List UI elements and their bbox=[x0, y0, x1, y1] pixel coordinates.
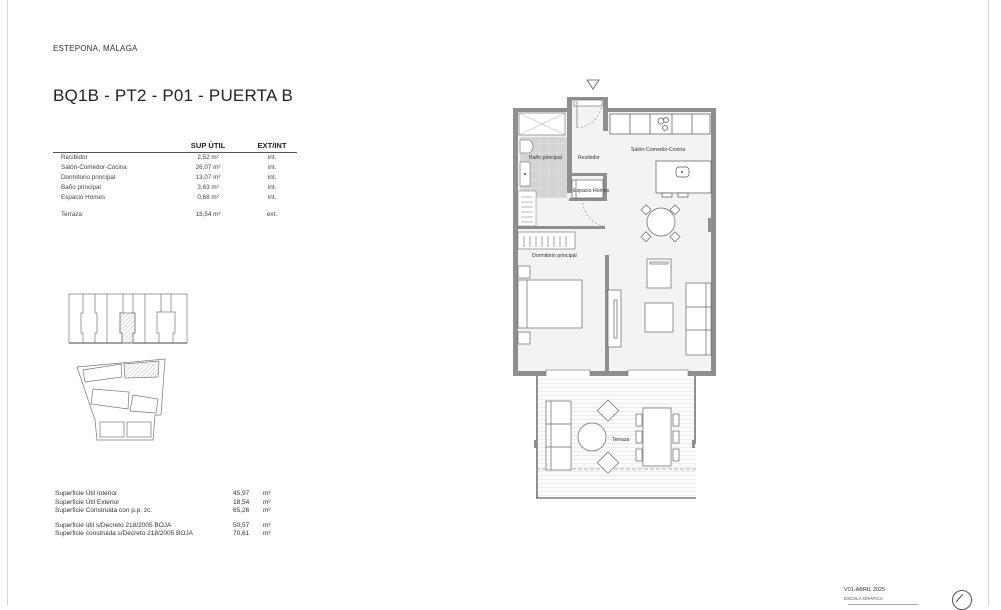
total-unit: m² bbox=[263, 530, 271, 538]
floor-plan bbox=[513, 79, 716, 499]
room-area: 13,07 m² bbox=[195, 174, 221, 181]
room-type: int. bbox=[267, 154, 277, 161]
room-label-terrace: Terraza bbox=[612, 437, 630, 443]
room-label-bathroom: Baño principal bbox=[529, 155, 562, 161]
room-name: Dormitorio principal bbox=[61, 174, 116, 181]
room-type: int. bbox=[267, 194, 277, 201]
total-label: Superficie útil s/Decreto 218/2005 BOJA bbox=[55, 521, 172, 529]
total-unit: m² bbox=[263, 521, 271, 529]
totals-row: Superficie Útil Exterior 18,54 m² bbox=[55, 499, 283, 508]
room-label-bedroom: Dormitorio principal bbox=[532, 253, 577, 259]
column-header-type: EXT/INT bbox=[247, 141, 297, 153]
room-name: Baño principal bbox=[61, 184, 101, 191]
total-value: 65,26 bbox=[233, 507, 250, 515]
building-key-plan bbox=[68, 293, 188, 441]
room-label-entrance: Recibidor bbox=[578, 155, 600, 161]
surface-totals-table: Superficie Útil Interior 45,97 m² Superf… bbox=[55, 490, 283, 539]
table-row: Recibidor 2,52 m² int. bbox=[53, 153, 297, 164]
total-value: 50,57 bbox=[233, 521, 250, 529]
version-label: V01-ABRIL 2025 bbox=[844, 587, 886, 593]
scale-label: ESCALA GRÁFICA bbox=[844, 596, 883, 601]
page-frame-right bbox=[988, 0, 989, 606]
room-area-table: SUP ÚTIL EXT/INT Recibidor 2,52 m² int. … bbox=[53, 141, 297, 220]
entrance-arrow-icon bbox=[586, 79, 600, 90]
unit-title: BQ1B - PT2 - P01 - PUERTA B bbox=[53, 86, 294, 105]
total-label: Superficie Útil Interior bbox=[55, 490, 118, 497]
total-unit: m² bbox=[263, 498, 271, 506]
scale-bar bbox=[848, 604, 918, 607]
room-type: int. bbox=[267, 174, 277, 181]
room-name: Terraza bbox=[61, 211, 82, 218]
total-label: Superficie construida s/Decreto 218/2005… bbox=[55, 530, 194, 538]
room-name: Espacio Homes bbox=[61, 194, 106, 201]
table-row: Baño principal 3,63 m² int. bbox=[53, 183, 297, 193]
room-type: int. bbox=[267, 164, 277, 171]
room-name: Salón-Comedor-Cocina bbox=[61, 164, 127, 171]
totals-row: Superficie construida s/Decreto 218/2005… bbox=[55, 530, 283, 539]
table-row: Espacio Homes 0,68 m² int. bbox=[53, 193, 297, 203]
room-area: 3,63 m² bbox=[197, 184, 219, 191]
room-label-homes: Espacio Homes bbox=[573, 188, 610, 194]
totals-row: Superficie útil s/Decreto 218/2005 BOJA … bbox=[55, 522, 283, 531]
room-area: 18,54 m² bbox=[195, 211, 221, 218]
room-area: 2,52 m² bbox=[197, 154, 219, 161]
column-header-room bbox=[53, 141, 169, 153]
table-row: Salón-Comedor-Cocina 26,07 m² int. bbox=[53, 163, 297, 173]
total-value: 70,61 bbox=[233, 530, 250, 538]
total-label: Superficie Construida con p.p. zc. bbox=[55, 507, 153, 515]
total-value: 45,97 bbox=[233, 490, 250, 497]
room-area: 26,07 m² bbox=[195, 164, 221, 171]
room-label-living: Salón-Comedor-Cocina bbox=[631, 147, 686, 153]
total-unit: m² bbox=[263, 507, 271, 515]
table-row: Dormitorio principal 13,07 m² int. bbox=[53, 173, 297, 183]
room-area: 0,68 m² bbox=[197, 194, 219, 201]
table-row: Terraza 18,54 m² ext. bbox=[53, 210, 297, 220]
page-frame-left bbox=[7, 0, 8, 606]
room-type: int. bbox=[267, 184, 277, 191]
total-unit: m² bbox=[263, 490, 271, 497]
location-label: ESTEPONA, MÁLAGA bbox=[53, 44, 138, 53]
column-header-area: SUP ÚTIL bbox=[169, 141, 247, 153]
room-name: Recibidor bbox=[61, 154, 88, 161]
totals-row: Superficie Útil Interior 45,97 m² bbox=[55, 490, 283, 499]
room-type: ext. bbox=[266, 211, 278, 218]
total-label: Superficie Útil Exterior bbox=[55, 498, 120, 506]
total-value: 18,54 bbox=[233, 498, 250, 506]
table-spacer bbox=[53, 203, 297, 210]
totals-row: Superficie Construida con p.p. zc. 65,26… bbox=[55, 507, 283, 516]
